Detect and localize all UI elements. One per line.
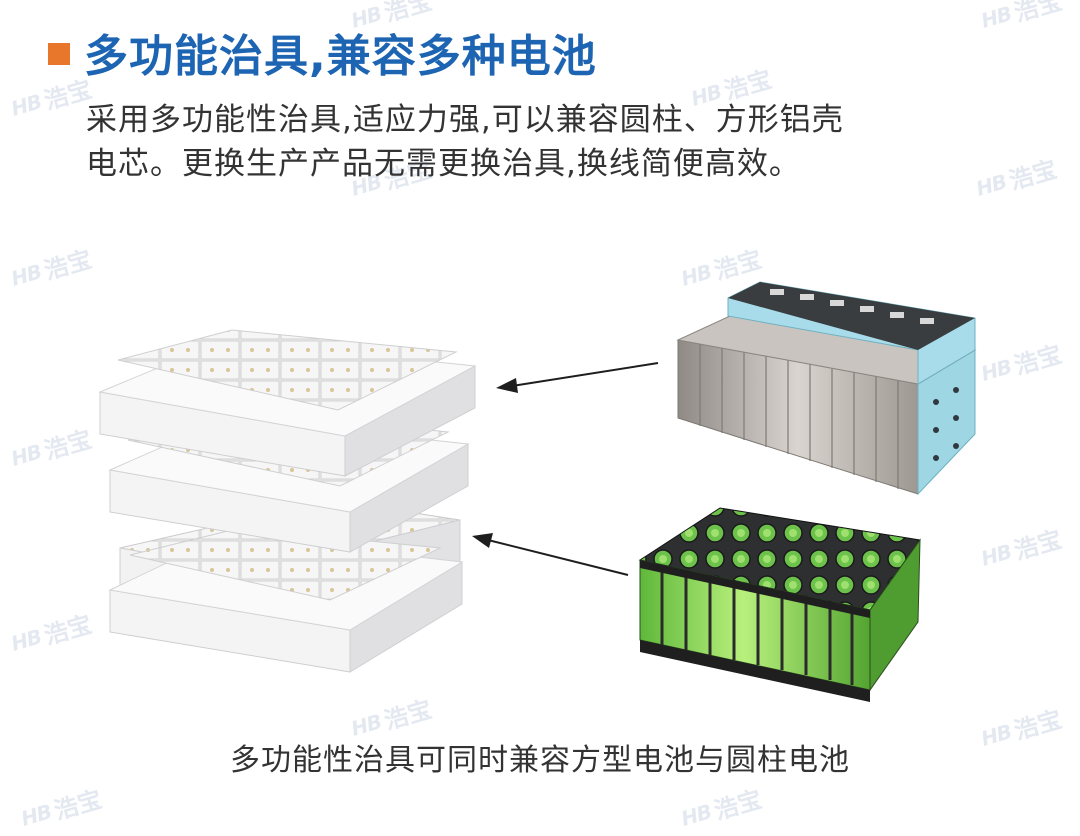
description-line-1: 采用多功能性治具,适应力强,可以兼容圆柱、方形铝壳 [86, 102, 844, 138]
description: 采用多功能性治具,适应力强,可以兼容圆柱、方形铝壳 电芯。更换生产产品无需更换治… [86, 98, 1046, 186]
page-title: 多功能治具,兼容多种电池 [84, 31, 597, 82]
fixture-stack [98, 329, 477, 673]
fixture-tray [98, 329, 477, 477]
section-heading: 多功能治具,兼容多种电池 [48, 20, 597, 84]
arrow-icon [472, 533, 629, 576]
figure-caption: 多功能性治具可同时兼容方型电池与圆柱电池 [230, 743, 850, 778]
cylindrical-cell-pack [638, 507, 921, 702]
square-bullet-icon [48, 43, 70, 65]
arrow-icon [496, 362, 659, 393]
prismatic-cell-stack [676, 281, 977, 496]
description-line-2: 电芯。更换生产产品无需更换治具,换线简便高效。 [86, 146, 801, 182]
